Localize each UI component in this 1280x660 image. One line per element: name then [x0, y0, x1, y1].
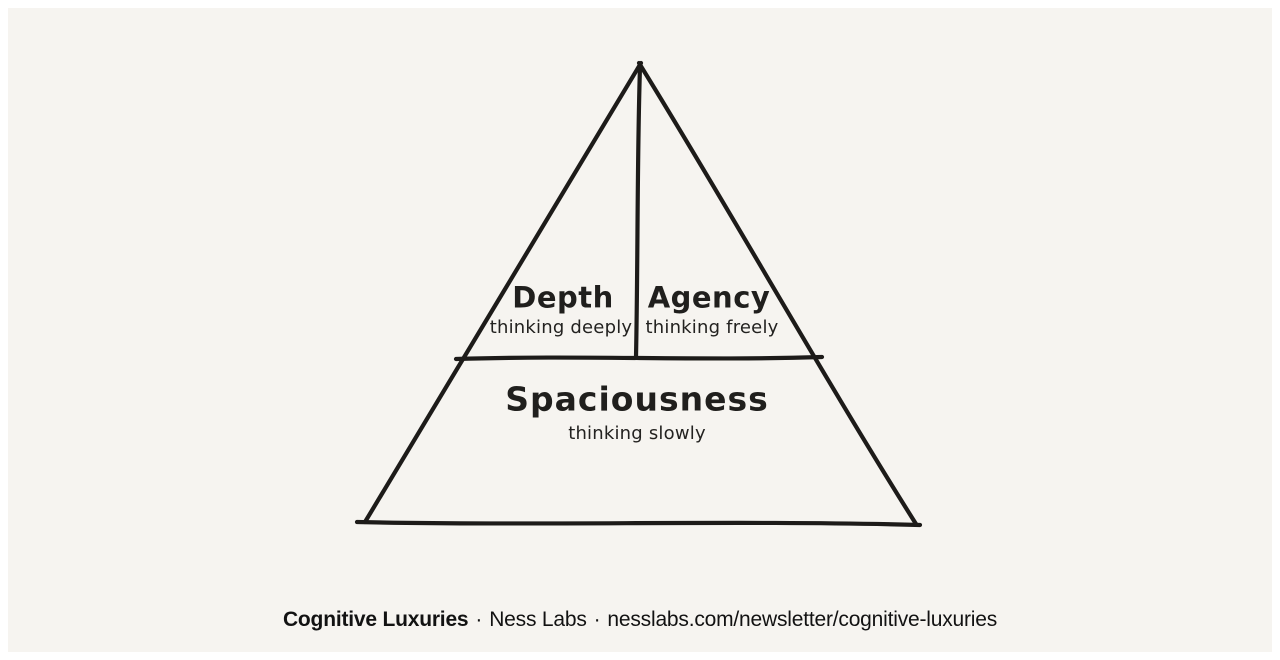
- pyramid-base-line: [354, 519, 923, 528]
- caption-source: Ness Labs: [489, 608, 587, 631]
- pyramid-right-edge-line: [636, 60, 919, 527]
- paper-panel: Depth thinking deeply Agency thinking fr…: [8, 8, 1272, 652]
- spaciousness-section-subtitle: thinking slowly: [568, 423, 706, 444]
- caption-separator-2: ·: [593, 608, 601, 631]
- agency-section-subtitle: thinking freely: [645, 317, 779, 338]
- section-divider-horizontal-line: [453, 354, 825, 362]
- caption-url: nesslabs.com/newsletter/cognitive-luxuri…: [607, 608, 998, 631]
- depth-section-subtitle: thinking deeply: [489, 317, 633, 338]
- pyramid-left-edge-line: [362, 60, 644, 525]
- spaciousness-section-title: Spaciousness: [505, 379, 769, 419]
- caption: Cognitive Luxuries · Ness Labs · nesslabs.co…: [283, 608, 997, 632]
- agency-section-title: Agency: [647, 280, 771, 315]
- caption-separator-1: ·: [475, 608, 483, 631]
- section-divider-vertical-line: [633, 64, 643, 360]
- depth-section-title: Depth: [512, 280, 614, 315]
- caption-title: Cognitive Luxuries: [282, 608, 469, 631]
